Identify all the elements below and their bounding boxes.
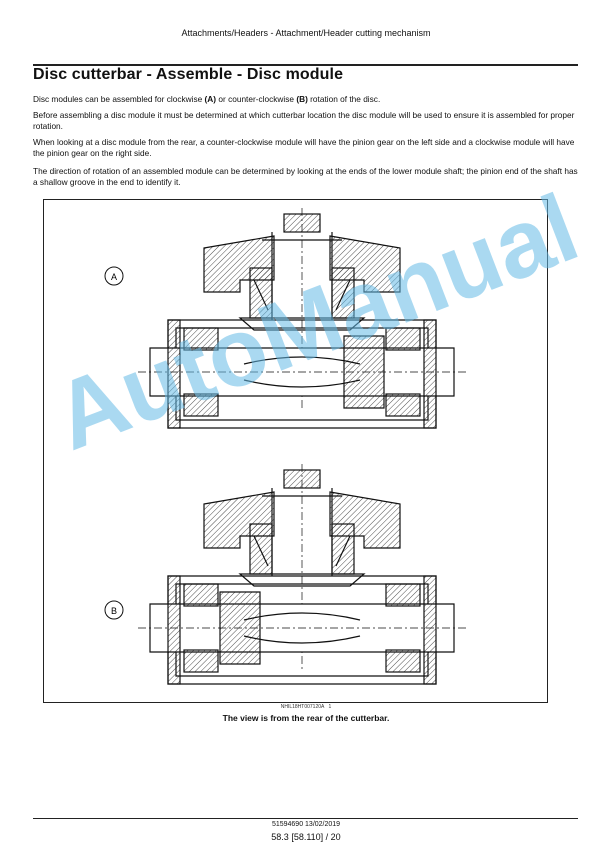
footer-rule (33, 818, 578, 819)
label-a-callout: A (104, 266, 124, 286)
paragraph-rotation: Disc modules can be assembled for clockw… (33, 94, 578, 105)
label-b: B (111, 606, 117, 616)
label-a: A (111, 272, 117, 282)
label-b-callout: B (104, 600, 124, 620)
disc-module-drawing: A (104, 208, 468, 685)
p1-text-end: rotation of the disc. (307, 94, 381, 104)
figure-ref-number: 1 (328, 704, 332, 710)
paragraph-location: Before assembling a disc module it must … (33, 110, 575, 131)
module-a-section (138, 208, 468, 429)
footer-code: 51594690 13/02/2019 (271, 821, 341, 828)
paragraph-shaft-groove: The direction of rotation of an assemble… (33, 166, 578, 187)
figure-disc-module: A (43, 199, 548, 703)
figure-ref-code: NHIL18HT007120A (280, 704, 325, 710)
page-header: Attachments/Headers - Attachment/Header … (181, 28, 431, 38)
p1-ref-b: (B) (296, 94, 308, 104)
title-rule (33, 64, 578, 66)
paragraph-pinion-side: When looking at a disc module from the r… (33, 137, 575, 158)
figure-caption: The view is from the rear of the cutterb… (222, 713, 390, 723)
footer-page-number: 58.3 [58.110] / 20 (271, 832, 341, 842)
p1-ref-a: (A) (204, 94, 217, 104)
p1-text-mid: or counter-clockwise (216, 94, 297, 104)
figure-reference: NHIL18HT007120A 1 (0, 704, 612, 710)
page-title: Disc cutterbar - Assemble - Disc module (33, 66, 344, 83)
p1-text-start: Disc modules can be assembled for clockw… (33, 94, 205, 104)
module-b-section (138, 464, 468, 685)
